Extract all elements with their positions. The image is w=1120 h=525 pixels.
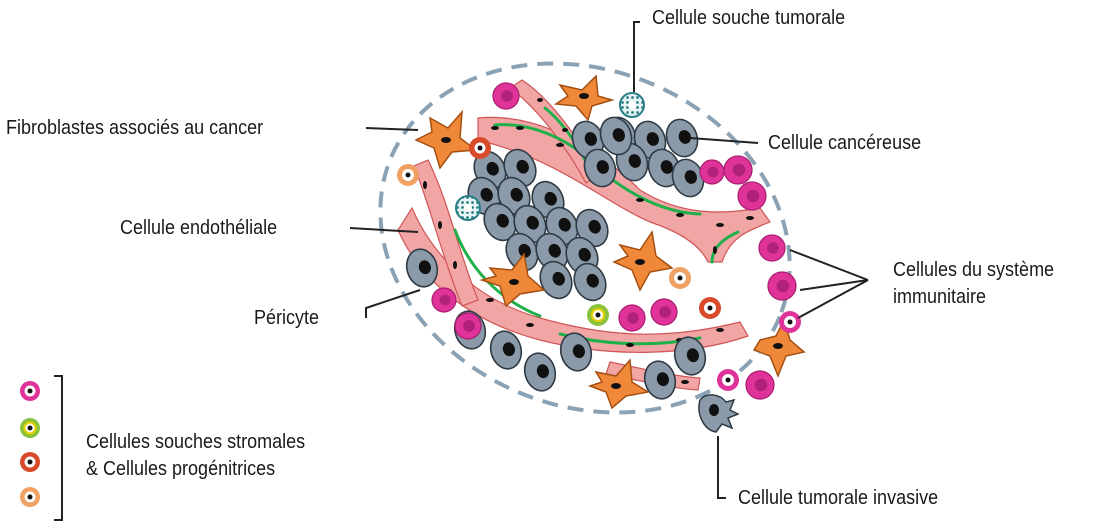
- label-stromal-line2: & Cellules progénitrices: [86, 457, 275, 481]
- leader-immune-1: [790, 250, 868, 280]
- cancer-cell: [521, 350, 560, 394]
- immune-cell: [455, 313, 481, 339]
- invasive-tumor-cell: [699, 395, 738, 432]
- immune-cell: [724, 156, 752, 184]
- label-cancer-cell: Cellule cancéreuse: [768, 131, 921, 155]
- immune-cell: [432, 288, 456, 312]
- label-caf: Fibroblastes associés au cancer: [6, 116, 263, 140]
- immune-cell: [759, 235, 785, 261]
- label-endothelial-cell: Cellule endothéliale: [120, 216, 277, 240]
- immune-cell: [746, 371, 774, 399]
- immune-cell: [651, 299, 677, 325]
- legend-bracket: [54, 376, 62, 520]
- immune-cell: [619, 305, 645, 331]
- label-immune-cells-line1: Cellules du système: [893, 258, 1054, 282]
- label-tumor-stem-cell: Cellule souche tumorale: [652, 6, 845, 30]
- immune-cell: [768, 272, 796, 300]
- label-invasive-cell: Cellule tumorale invasive: [738, 486, 938, 510]
- legend-cells: [20, 381, 40, 507]
- immune-cell: [738, 182, 766, 210]
- leader-tumor-stem-cell: [634, 22, 640, 92]
- immune-cell: [700, 160, 724, 184]
- label-immune-cells-line2: immunitaire: [893, 285, 986, 309]
- leader-cancer-cell: [690, 138, 758, 143]
- label-stromal-line1: Cellules souches stromales: [86, 430, 305, 454]
- label-pericyte: Péricyte: [254, 306, 319, 330]
- immune-cell: [493, 83, 519, 109]
- leader-invasive: [718, 436, 726, 498]
- cancer-cell: [641, 358, 680, 402]
